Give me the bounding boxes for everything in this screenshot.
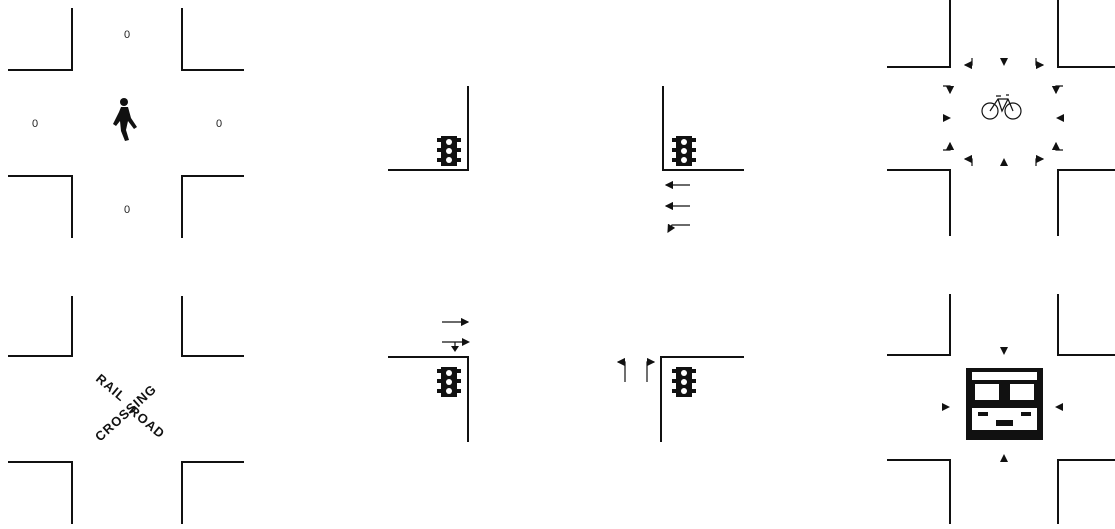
lane-arrow-right-turn bbox=[647, 362, 654, 382]
pedestrian-intersection-panel: 0 0 0 0 bbox=[8, 8, 244, 238]
railroad-label-rail: RAIL bbox=[93, 371, 129, 405]
bus-icon bbox=[966, 368, 1043, 440]
count-south: 0 bbox=[124, 204, 130, 216]
count-west: 0 bbox=[32, 118, 38, 130]
signal-lanes-panel-bottom-right bbox=[618, 357, 744, 442]
pedestrian-icon bbox=[113, 98, 137, 141]
count-north: 0 bbox=[124, 29, 130, 41]
lane-arrow-left-turn bbox=[668, 225, 690, 232]
bus-intersection-panel bbox=[887, 294, 1115, 524]
count-east: 0 bbox=[216, 118, 222, 130]
turn-arrows bbox=[943, 58, 1063, 166]
signal-corner-panel-top bbox=[388, 86, 468, 170]
signal-lanes-panel-top bbox=[663, 86, 744, 232]
traffic-light-icon bbox=[672, 367, 696, 397]
bicycle-icon bbox=[982, 95, 1021, 119]
signal-lanes-panel-bottom-left bbox=[388, 322, 470, 442]
railroad-crossing-panel: RAIL ROAD CROSSING bbox=[8, 296, 244, 524]
lane-arrow-left-turn bbox=[618, 362, 625, 382]
approach-arrows bbox=[943, 58, 1064, 166]
bicycle-intersection-panel bbox=[887, 0, 1115, 236]
traffic-light-icon bbox=[437, 367, 461, 397]
traffic-light-icon bbox=[672, 136, 696, 166]
traffic-light-icon bbox=[437, 136, 461, 166]
